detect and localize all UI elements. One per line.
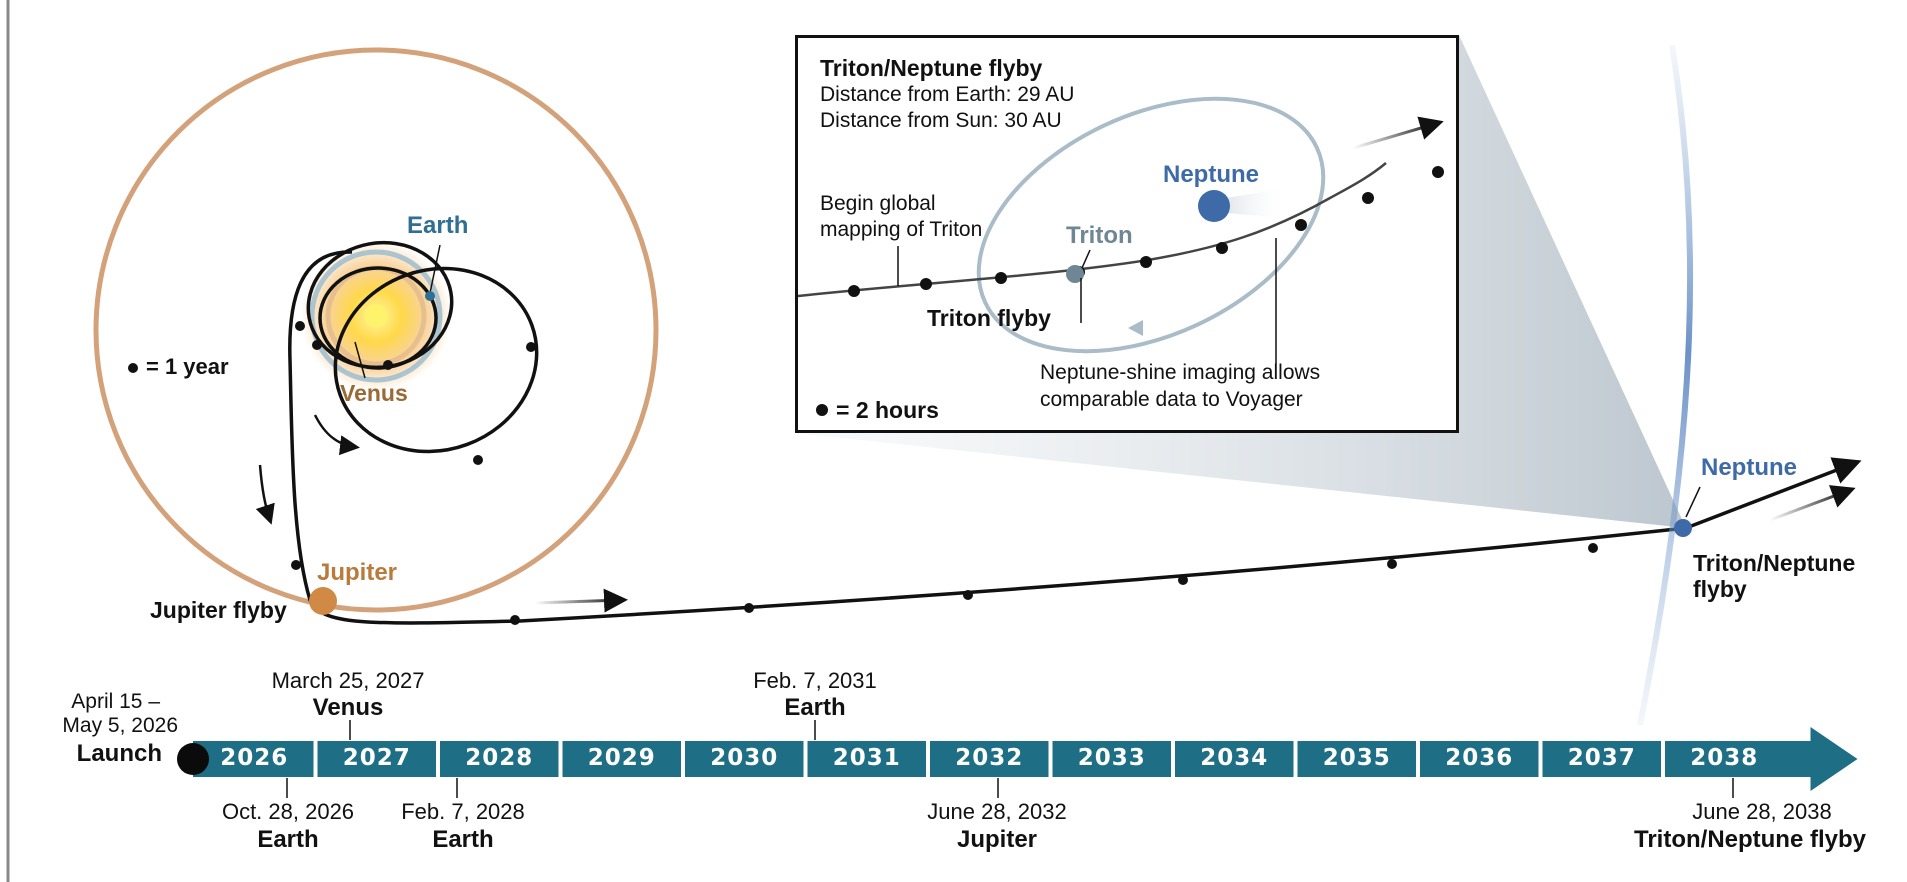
jupiter-orbit — [93, 47, 659, 613]
timeline-year-2036: 2036 — [1445, 745, 1514, 771]
inset-triton-label: Triton — [1066, 222, 1133, 249]
inset-neptune-label: Neptune — [1163, 161, 1259, 188]
trajectory-departure — [1685, 457, 1862, 530]
neptune-shine-label-1: Neptune-shine imaging allows — [1040, 361, 1321, 384]
event-jupiter-name: Jupiter — [956, 826, 1038, 853]
timeline-segment-2036 — [1420, 741, 1539, 777]
timeline-segment-2030 — [685, 741, 804, 777]
event-earth-2028-name: Earth — [432, 826, 494, 853]
venus-leader — [354, 341, 366, 379]
timeline-bar — [193, 727, 1858, 791]
event-neptune-date: June 28, 2038 — [1692, 799, 1832, 824]
trajectory-outbound — [288, 250, 1687, 625]
timeline-year-2033: 2033 — [1077, 745, 1146, 771]
triton-orbit-arrow — [1128, 320, 1143, 336]
timeline-year-2030: 2030 — [710, 745, 779, 771]
inset-legend-hours: = 2 hours — [836, 397, 939, 423]
timeline-segment-2032 — [930, 741, 1049, 777]
direction-arrow-loop — [313, 414, 360, 456]
direction-arrow-down — [255, 464, 275, 525]
timeline-segment-2031 — [807, 741, 926, 777]
earth-orbit — [309, 249, 443, 383]
timeline-year-2038: 2038 — [1690, 745, 1759, 771]
jupiter-label: Jupiter — [317, 559, 398, 586]
timeline-year-2035: 2035 — [1322, 745, 1391, 771]
neptune-shine-label-2: comparable data to Voyager — [1040, 388, 1303, 411]
event-venus-name: Venus — [312, 694, 384, 721]
begin-mapping-label-1: Begin global — [820, 192, 936, 215]
triton-leader — [1081, 249, 1091, 269]
jupiter-flyby-label: Jupiter flyby — [150, 597, 287, 623]
inset-distance-earth: Distance from Earth: 29 AU — [820, 83, 1075, 106]
earth-leader — [429, 244, 441, 294]
timeline-segment-2027 — [317, 741, 436, 777]
timeline-segment-2035 — [1297, 741, 1416, 777]
neptune-planet — [1674, 519, 1692, 537]
venus-label: Venus — [340, 380, 408, 406]
event-jupiter-date: June 28, 2032 — [927, 799, 1067, 824]
timeline-year-2027: 2027 — [342, 745, 411, 771]
timeline-segment-2034 — [1175, 741, 1294, 777]
event-neptune-name: Triton/Neptune flyby — [1633, 826, 1867, 853]
triton-neptune-flyby-label: Triton/Neptune flyby — [1693, 550, 1856, 603]
begin-mapping-label-2: mapping of Triton — [820, 218, 983, 241]
timeline-year-2031: 2031 — [832, 745, 901, 771]
neptune-leader — [1685, 486, 1701, 518]
event-earth-2026-name: Earth — [257, 826, 319, 853]
timeline-segment-2029 — [562, 741, 681, 777]
launch-date-line2: May 5, 2026 — [62, 714, 178, 737]
legend-year: = 1 year — [146, 354, 229, 379]
earth-dot — [425, 291, 435, 301]
inset-artwork — [798, 96, 1444, 416]
launch-marker — [177, 743, 209, 775]
direction-arrow-exit — [1769, 485, 1856, 522]
neptune-label: Neptune — [1701, 454, 1797, 481]
inset-distance-sun: Distance from Sun: 30 AU — [820, 109, 1062, 132]
timeline-ticks — [286, 720, 1734, 798]
inset-neptune — [1198, 190, 1230, 222]
earth-label: Earth — [407, 212, 469, 239]
timeline-arrowhead — [1783, 727, 1858, 791]
timeline-segment-2038 — [1665, 741, 1784, 777]
neptune-trail — [1213, 188, 1288, 218]
direction-arrow-cruise — [534, 588, 628, 613]
timeline-segment-2028 — [440, 741, 559, 777]
inset-exit-arrow — [1352, 116, 1444, 150]
zoom-funnel — [795, 35, 1686, 528]
timeline-year-2028: 2028 — [465, 745, 534, 771]
trajectory-loop-outer — [333, 266, 539, 454]
event-venus-date: March 25, 2027 — [271, 668, 425, 693]
neptune-orbit-arc — [1637, 44, 1694, 726]
inset-panel: Triton/Neptune flyby Distance from Earth… — [795, 35, 1459, 433]
timeline-segment-2037 — [1542, 741, 1661, 777]
launch-label: Launch — [76, 740, 162, 767]
timeline-year-2026: 2026 — [220, 745, 289, 771]
timeline-year-2037: 2037 — [1567, 745, 1636, 771]
sun — [364, 304, 388, 328]
inset-triton — [1066, 265, 1084, 283]
event-earth-2026-date: Oct. 28, 2026 — [221, 799, 355, 824]
event-earth-2031-date: Feb. 7, 2031 — [753, 668, 877, 693]
event-earth-2031-name: Earth — [784, 694, 846, 721]
timeline-year-2034: 2034 — [1200, 745, 1269, 771]
inset-title: Triton/Neptune flyby — [820, 55, 1043, 81]
event-earth-2028-date: Feb. 7, 2028 — [401, 799, 525, 824]
timeline-year-2032: 2032 — [955, 745, 1024, 771]
year-markers — [128, 321, 1598, 625]
launch-date-line1: April 15 – — [71, 690, 160, 713]
jupiter-planet — [309, 587, 337, 615]
timeline-year-2029: 2029 — [587, 745, 656, 771]
triton-orbit — [976, 96, 1326, 354]
triton-flyby-label: Triton flyby — [927, 305, 1051, 331]
inset-trajectory — [798, 162, 1387, 298]
timeline-segment-2033 — [1052, 741, 1171, 777]
timeline-segment-2026 — [193, 741, 314, 777]
